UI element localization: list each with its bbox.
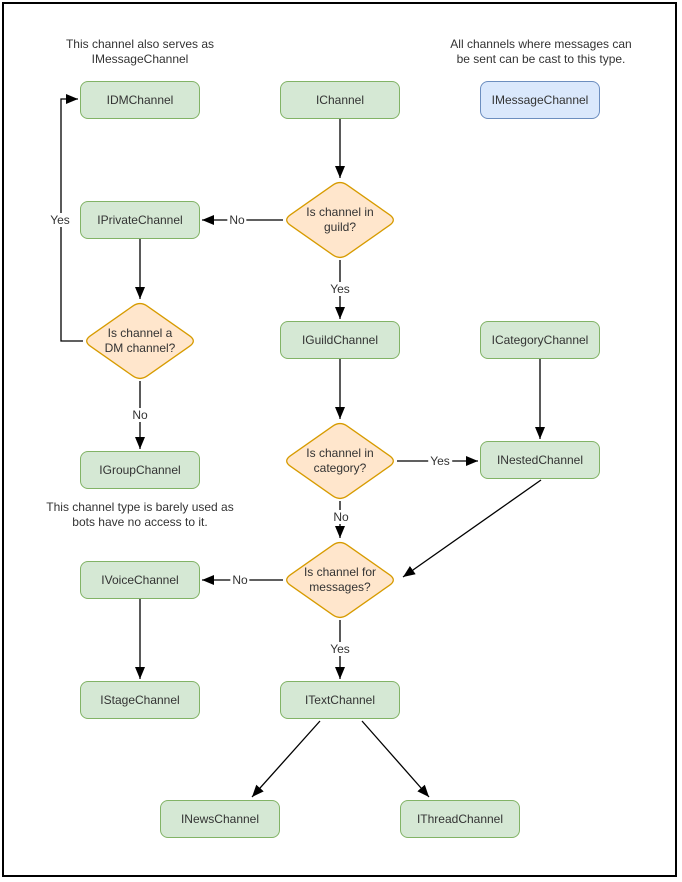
node-label: ICategoryChannel xyxy=(491,333,589,347)
node-label: IGroupChannel xyxy=(99,463,181,477)
node-label: INestedChannel xyxy=(496,453,584,467)
edge-inestedchannel-to-messages-decision xyxy=(402,479,542,578)
node-label: IDMChannel xyxy=(106,93,174,107)
node-label: IThreadChannel xyxy=(416,812,504,826)
edge-label-category-no: No xyxy=(331,510,351,524)
decision-is-channel-in-category xyxy=(286,422,394,500)
node-label: IGuildChannel xyxy=(301,333,379,347)
node-label: IPrivateChannel xyxy=(97,213,183,227)
node-label: IStageChannel xyxy=(100,693,180,707)
node-idmchannel: IDMChannel xyxy=(80,81,200,119)
node-imessagechannel: IMessageChannel xyxy=(480,81,600,119)
note-idmchannel: This channel also serves as IMessageChan… xyxy=(65,37,215,66)
decision-is-channel-in-guild xyxy=(286,181,394,259)
edge-label-group-no: No xyxy=(130,408,150,422)
node-icategorychannel: ICategoryChannel xyxy=(480,321,600,359)
node-label: INewsChannel xyxy=(180,812,260,826)
node-ichannel: IChannel xyxy=(280,81,400,119)
edge-label-guild-no: No xyxy=(227,213,247,227)
edge-label-voice-no: No xyxy=(230,573,250,587)
node-label: ITextChannel xyxy=(304,693,376,707)
edge-label-category-yes: Yes xyxy=(428,454,452,468)
note-igroupchannel: This channel type is barely used as bots… xyxy=(46,500,234,529)
node-iprivatechannel: IPrivateChannel xyxy=(80,201,200,239)
edge-itextchannel-to-inewschannel xyxy=(251,720,321,798)
note-imessagechannel: All channels where messages can be sent … xyxy=(450,37,632,66)
node-label: IChannel xyxy=(315,93,365,107)
decision-is-channel-for-messages xyxy=(286,541,394,619)
node-igroupchannel: IGroupChannel xyxy=(80,451,200,489)
node-iguildchannel: IGuildChannel xyxy=(280,321,400,359)
edge-label-text-yes: Yes xyxy=(328,642,352,656)
node-label: IMessageChannel xyxy=(491,93,589,107)
node-ivoicechannel: IVoiceChannel xyxy=(80,561,200,599)
node-inestedchannel: INestedChannel xyxy=(480,441,600,479)
edge-label-dm-yes: Yes xyxy=(48,213,72,227)
edge-itextchannel-to-ithreadchannel xyxy=(361,720,430,798)
edge-label-guild-yes: Yes xyxy=(328,282,352,296)
node-ithreadchannel: IThreadChannel xyxy=(400,800,520,838)
node-inewschannel: INewsChannel xyxy=(160,800,280,838)
node-istagechannel: IStageChannel xyxy=(80,681,200,719)
decision-is-channel-a-dm xyxy=(86,302,194,380)
node-itextchannel: ITextChannel xyxy=(280,681,400,719)
node-label: IVoiceChannel xyxy=(101,573,179,587)
